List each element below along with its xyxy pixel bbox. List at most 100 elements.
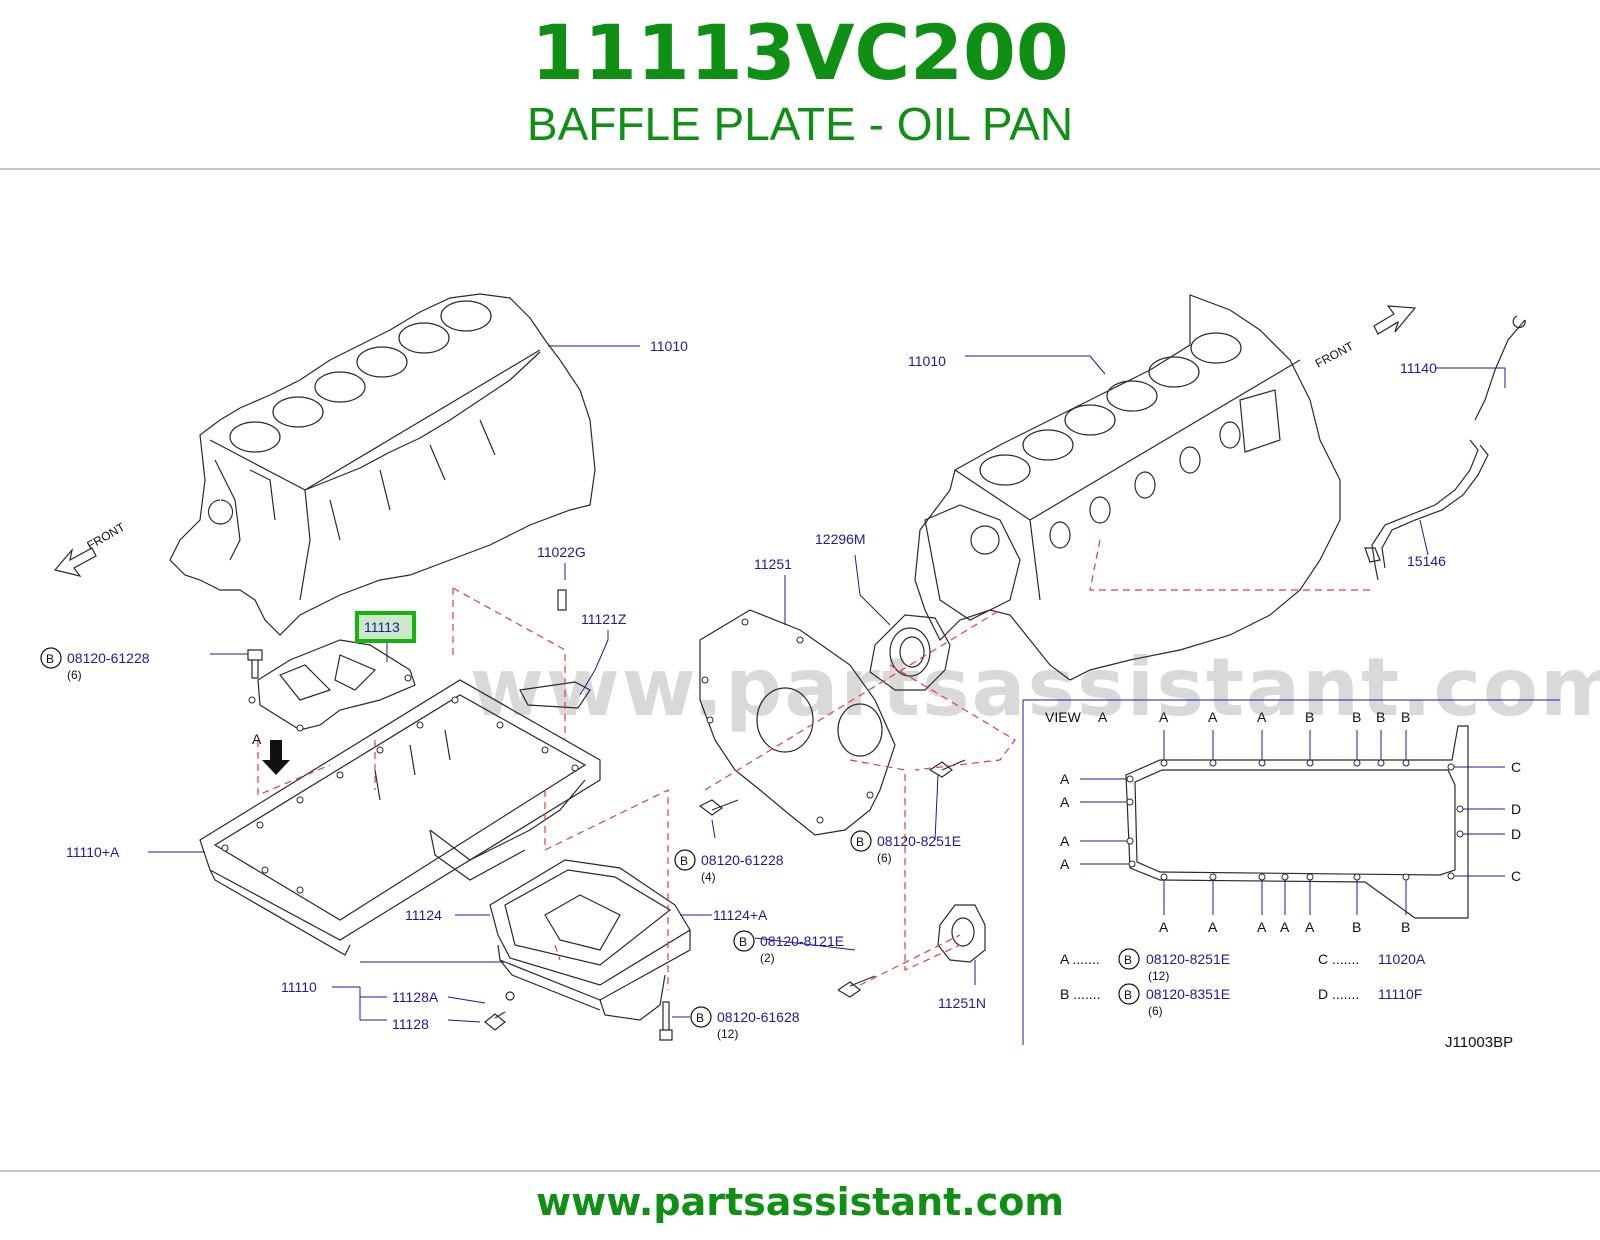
assembly-guide-lines: [257, 539, 1370, 990]
view-top-letter: A: [1257, 709, 1267, 725]
legend-c-key: C .......: [1318, 951, 1359, 967]
legend-b-circle: B: [1124, 988, 1132, 1002]
label-cylinder-block-right[interactable]: 11010: [908, 353, 946, 369]
bolt-part-number[interactable]: 08120-61628: [717, 1009, 800, 1025]
bolt-quantity: (6): [67, 668, 82, 682]
view-right-letter: D: [1511, 801, 1521, 817]
label-dowel[interactable]: 11022G: [537, 544, 586, 560]
front-label-left: FRONT: [85, 519, 128, 552]
bolt-callout-3[interactable]: B 08120-8251E (6): [850, 830, 961, 865]
bolt-quantity: (12): [717, 1027, 738, 1041]
dipstick-assembly: [1364, 315, 1526, 581]
view-bottom-letter: B: [1401, 919, 1410, 935]
bolt-callout-1[interactable]: B 08120-61228 (6): [40, 647, 150, 682]
legend-b-qty: (6): [1148, 1004, 1163, 1018]
bolt-quantity: (6): [877, 851, 892, 865]
engine-block-left: [169, 293, 596, 636]
view-bottom-letter: A: [1305, 919, 1315, 935]
label-rear-plate[interactable]: 11251: [754, 556, 792, 572]
view-right-letters: C DD C: [1511, 759, 1521, 884]
view-a-marker: A: [252, 731, 262, 747]
legend-d-key: D .......: [1318, 986, 1359, 1002]
view-top-letter: A: [1159, 709, 1169, 725]
view-bottom-letter: B: [1352, 919, 1361, 935]
legend-a-qty: (12): [1148, 969, 1169, 983]
label-baffle-plate[interactable]: 11113: [364, 619, 400, 635]
legend-b-part[interactable]: 08120-8351E: [1146, 986, 1230, 1002]
footer-divider: [0, 1170, 1600, 1172]
label-upper-oil-pan[interactable]: 11110+A: [66, 844, 120, 860]
view-top-letter: B: [1305, 709, 1314, 725]
label-cylinder-block-left[interactable]: 11010: [650, 338, 688, 354]
view-leader-lines: [1080, 730, 1505, 915]
bolt-callout-5[interactable]: B 08120-61628 (12): [690, 1006, 800, 1041]
legend-d-part[interactable]: 11110F: [1378, 986, 1422, 1002]
front-arrow-left: FRONT: [53, 519, 128, 577]
view-right-letter: C: [1511, 868, 1521, 884]
lower-oil-pan: [489, 859, 691, 1021]
footer-url[interactable]: www.partsassistant.com: [536, 1180, 1064, 1224]
legend-c-part[interactable]: 11020A: [1378, 951, 1426, 967]
legend-a-key: A .......: [1060, 951, 1100, 967]
label-gasket[interactable]: 11124: [405, 907, 442, 923]
view-top-letter: B: [1401, 709, 1410, 725]
view-left-letter: A: [1060, 771, 1070, 787]
bolt-callout-circle: B: [696, 1011, 704, 1025]
label-dipstick[interactable]: 11140: [1400, 360, 1437, 376]
bolt-callout-circle: B: [739, 935, 747, 949]
view-left-letter: A: [1060, 833, 1070, 849]
baffle-plate[interactable]: [248, 639, 416, 732]
front-label-right: FRONT: [1313, 339, 1357, 371]
bolt-callout-circle: B: [680, 854, 688, 868]
header-divider: [0, 168, 1600, 170]
bolt-part-number[interactable]: 08120-8251E: [877, 833, 961, 849]
upper-oil-pan: [199, 679, 601, 956]
label-seal-retainer[interactable]: 12296M: [815, 531, 866, 547]
view-bottom-letter: A: [1208, 919, 1218, 935]
bolt-part-number[interactable]: 08120-8121E: [760, 933, 844, 949]
view-bottom-letter: A: [1159, 919, 1169, 935]
highlighted-part-box[interactable]: [355, 611, 416, 643]
bolt-callout-2[interactable]: B 08120-61228 (4): [674, 849, 784, 884]
leader-lines: [148, 345, 1506, 1023]
label-drain-plug[interactable]: 11128: [392, 1016, 429, 1032]
view-a-arrow-icon: [262, 740, 290, 775]
legend-b-key: B .......: [1060, 986, 1100, 1002]
view-a-panel: VIEW A: [1022, 699, 1560, 1045]
bolt-callout-4[interactable]: B 08120-8121E (2): [733, 930, 844, 965]
bolt-quantity: (4): [701, 870, 716, 884]
view-title-letter: A: [1098, 709, 1108, 725]
bolt-icons: [247, 589, 966, 1041]
view-left-letter: A: [1060, 794, 1070, 810]
label-gasket-plus[interactable]: 11124+A: [713, 907, 768, 923]
legend: A ....... B 08120-8251E (12) B ....... B…: [1060, 948, 1426, 1018]
label-strainer[interactable]: 11121Z: [581, 611, 627, 627]
view-top-letter: A: [1208, 709, 1218, 725]
view-right-letter: C: [1511, 759, 1521, 775]
page-header: 11113VC200 BAFFLE PLATE - OIL PAN: [0, 0, 1600, 168]
seal-retainer: [869, 614, 951, 691]
label-cover[interactable]: 11251N: [938, 995, 986, 1011]
bolt-callout-circle: B: [46, 652, 54, 666]
bolt-part-number[interactable]: 08120-61228: [67, 650, 150, 666]
view-bolt-holes: [1126, 759, 1464, 881]
part-number-title: 11113VC200: [531, 8, 1069, 97]
legend-a-part[interactable]: 08120-8251E: [1146, 951, 1230, 967]
label-dipstick-guide[interactable]: 15146: [1407, 553, 1446, 569]
bolt-part-number[interactable]: 08120-61228: [701, 852, 784, 868]
cover-plate: [937, 904, 986, 963]
view-bottom-letter: A: [1280, 919, 1290, 935]
bolt-quantity: (2): [760, 951, 775, 965]
view-title: VIEW: [1045, 709, 1082, 725]
diagram-code: J11003BP: [1445, 1034, 1513, 1051]
view-top-letter: B: [1376, 709, 1385, 725]
part-name-subtitle: BAFFLE PLATE - OIL PAN: [526, 98, 1074, 150]
label-washer[interactable]: 11128A: [392, 989, 439, 1005]
engine-block-right: [914, 294, 1341, 681]
label-oil-pan-assembly[interactable]: 11110: [281, 979, 317, 995]
view-right-letter: D: [1511, 826, 1521, 842]
